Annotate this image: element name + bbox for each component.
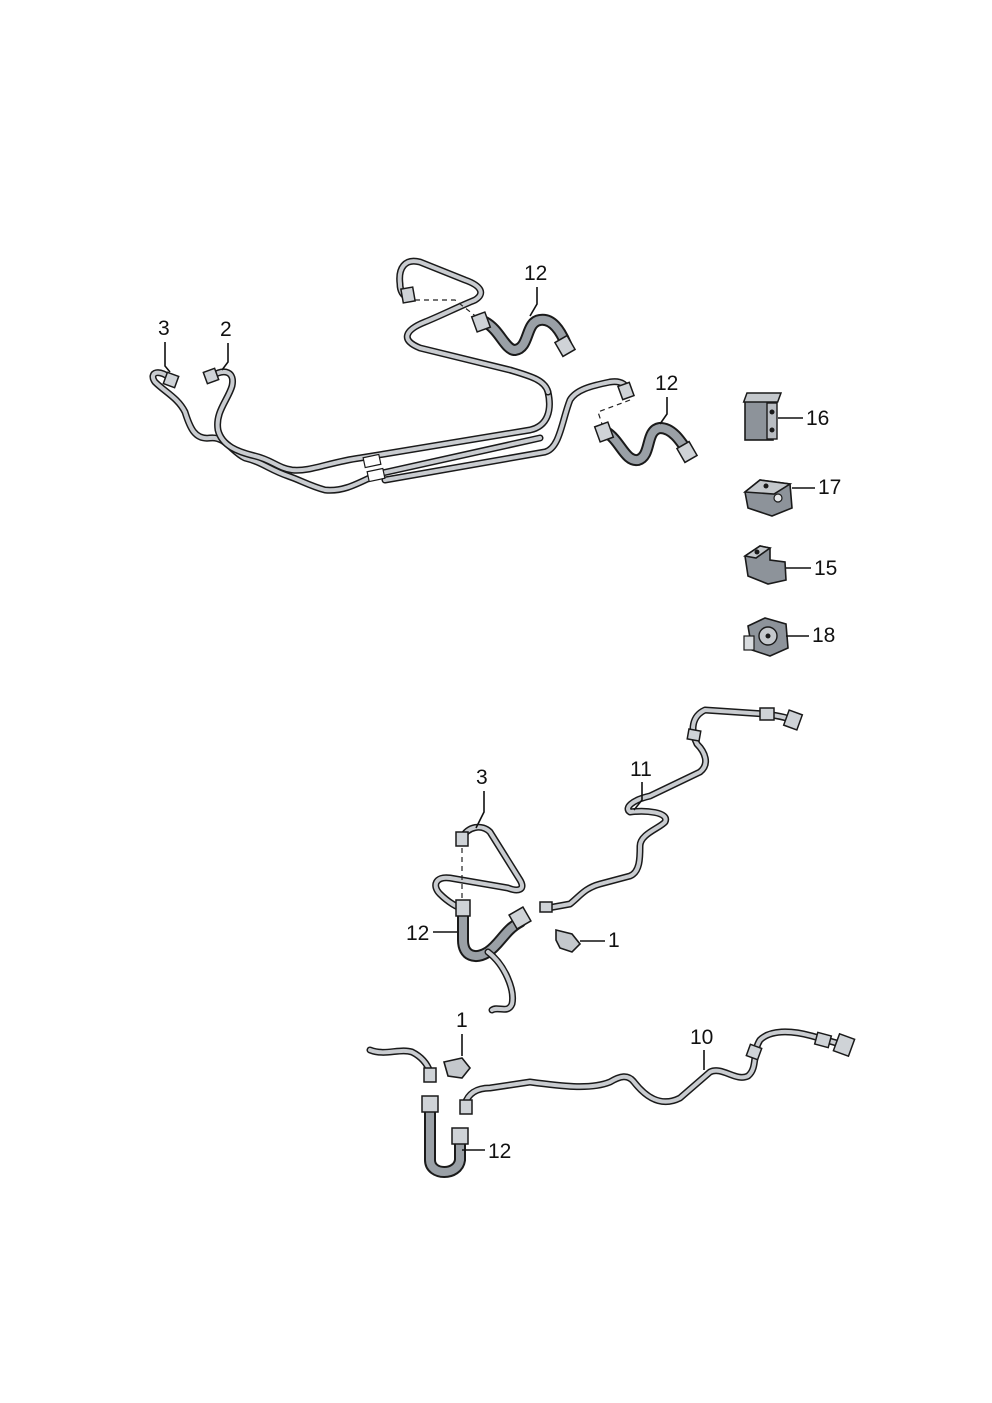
top-pipe-assembly — [149, 257, 699, 494]
svg-text:15: 15 — [814, 557, 837, 580]
middle-assembly — [432, 706, 804, 1014]
clip-1-middle — [555, 928, 582, 953]
lower-assembly — [366, 1028, 856, 1178]
svg-text:12: 12 — [406, 922, 429, 945]
callout-15: 15 — [786, 557, 837, 580]
brake-pipe-3 — [149, 369, 544, 494]
part-16-clip — [742, 392, 783, 441]
brake-pipe-11 — [544, 706, 800, 912]
brake-pipe-3-middle — [432, 823, 526, 912]
svg-text:1: 1 — [608, 929, 620, 952]
callout-top-12b: 12 — [655, 372, 678, 425]
callout-17: 17 — [792, 476, 841, 499]
callout-top-3: 3 — [158, 317, 171, 373]
part-18-clip — [743, 617, 789, 657]
brake-pipe-10 — [461, 1028, 844, 1108]
callout-16: 16 — [778, 407, 829, 430]
svg-text:2: 2 — [220, 318, 232, 341]
svg-text:17: 17 — [818, 476, 841, 499]
callout-18: 18 — [786, 624, 835, 647]
svg-text:3: 3 — [158, 317, 170, 340]
callout-mid-1: 1 — [580, 929, 620, 952]
svg-text:16: 16 — [806, 407, 829, 430]
clip-1-lower — [442, 1057, 472, 1079]
part-15-clip — [742, 545, 787, 585]
svg-text:18: 18 — [812, 624, 835, 647]
callout-mid-3: 3 — [475, 766, 488, 829]
callout-mid-11: 11 — [630, 758, 652, 811]
svg-text:10: 10 — [690, 1026, 713, 1049]
svg-text:3: 3 — [476, 766, 488, 789]
svg-text:11: 11 — [630, 758, 652, 781]
part-17-clip — [742, 479, 793, 517]
svg-text:12: 12 — [488, 1140, 511, 1163]
callout-low-1: 1 — [456, 1009, 468, 1056]
callout-mid-12: 12 — [406, 922, 457, 945]
svg-text:1: 1 — [456, 1009, 468, 1032]
callout-top-2: 2 — [220, 318, 232, 371]
callout-low-10: 10 — [690, 1026, 713, 1070]
svg-text:12: 12 — [655, 372, 678, 395]
callout-low-12: 12 — [462, 1140, 511, 1163]
callout-top-12a: 12 — [524, 262, 547, 317]
svg-text:12: 12 — [524, 262, 547, 285]
